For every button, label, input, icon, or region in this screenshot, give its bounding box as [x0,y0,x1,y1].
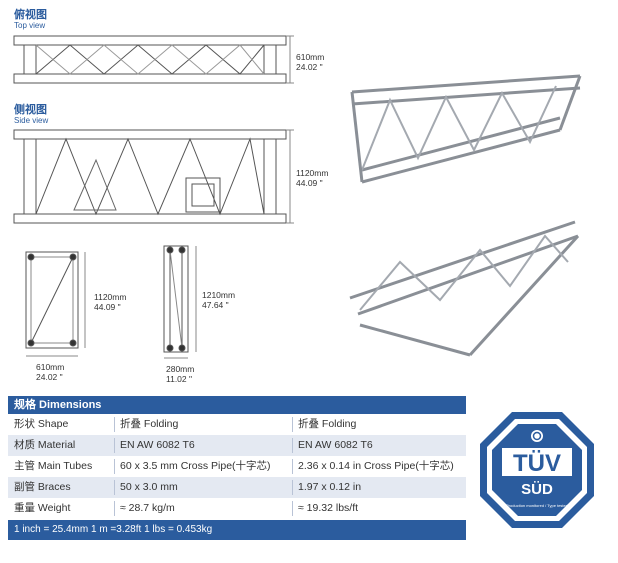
technical-drawings [13,35,582,359]
row-metric: 折叠 Folding [120,418,179,430]
row-imperial: 1.97 x 0.12 in [298,481,362,493]
row-metric: 60 x 3.5 mm Cross Pipe(十字芯) [120,460,271,472]
top-view-title: 俯视图 [14,8,47,21]
row-metric: EN AW 6082 T6 [120,439,195,451]
top-view-subtitle: Top view [14,21,46,30]
sud-text: SÜD [521,481,553,498]
row-label: 重量 Weight [14,502,71,514]
row-metric: 50 x 3.0 mm [120,481,178,493]
badge-caption: Production monitored / Type tested [506,503,568,508]
row-imperial: ≈ 19.32 lbs/ft [298,502,359,514]
row-imperial: EN AW 6082 T6 [298,439,373,451]
tuv-sud-logo: TÜV SÜD Production monitored / Type test… [480,412,594,528]
end-view-b-drawing [163,245,197,359]
row-imperial: 2.36 x 0.14 in Cross Pipe(十字芯) [298,460,454,472]
tuv-text: TÜV [513,450,561,477]
truss-render-assembled [350,74,582,184]
end-view-a-drawing [25,251,86,357]
spec-row: 副管 Braces 50 x 3.0 mm 1.97 x 0.12 in [8,477,466,498]
truss-render-folded [349,220,580,357]
row-label: 形状 Shape [14,418,69,430]
row-metric: ≈ 28.7 kg/m [120,502,175,514]
spec-row: 形状 Shape 折叠 Folding 折叠 Folding [8,414,466,435]
row-label: 主管 Main Tubes [14,460,93,472]
spec-row: 重量 Weight ≈ 28.7 kg/m ≈ 19.32 lbs/ft [8,498,466,519]
spec-row: 材质 Material EN AW 6082 T6 EN AW 6082 T6 [8,435,466,456]
row-label: 材质 Material [14,439,76,451]
side-view-subtitle: Side view [14,116,49,125]
unit-conversion-footer: 1 inch = 25.4mm 1 m =3.28ft 1 lbs = 0.45… [8,520,466,540]
side-view-drawing [13,129,294,224]
spec-table-header: 规格 Dimensions [8,396,466,414]
row-imperial: 折叠 Folding [298,418,357,430]
spec-row: 主管 Main Tubes 60 x 3.5 mm Cross Pipe(十字芯… [8,456,466,477]
top-view-drawing [13,35,294,84]
row-label: 副管 Braces [14,481,71,493]
side-view-title: 侧视图 [14,103,47,116]
